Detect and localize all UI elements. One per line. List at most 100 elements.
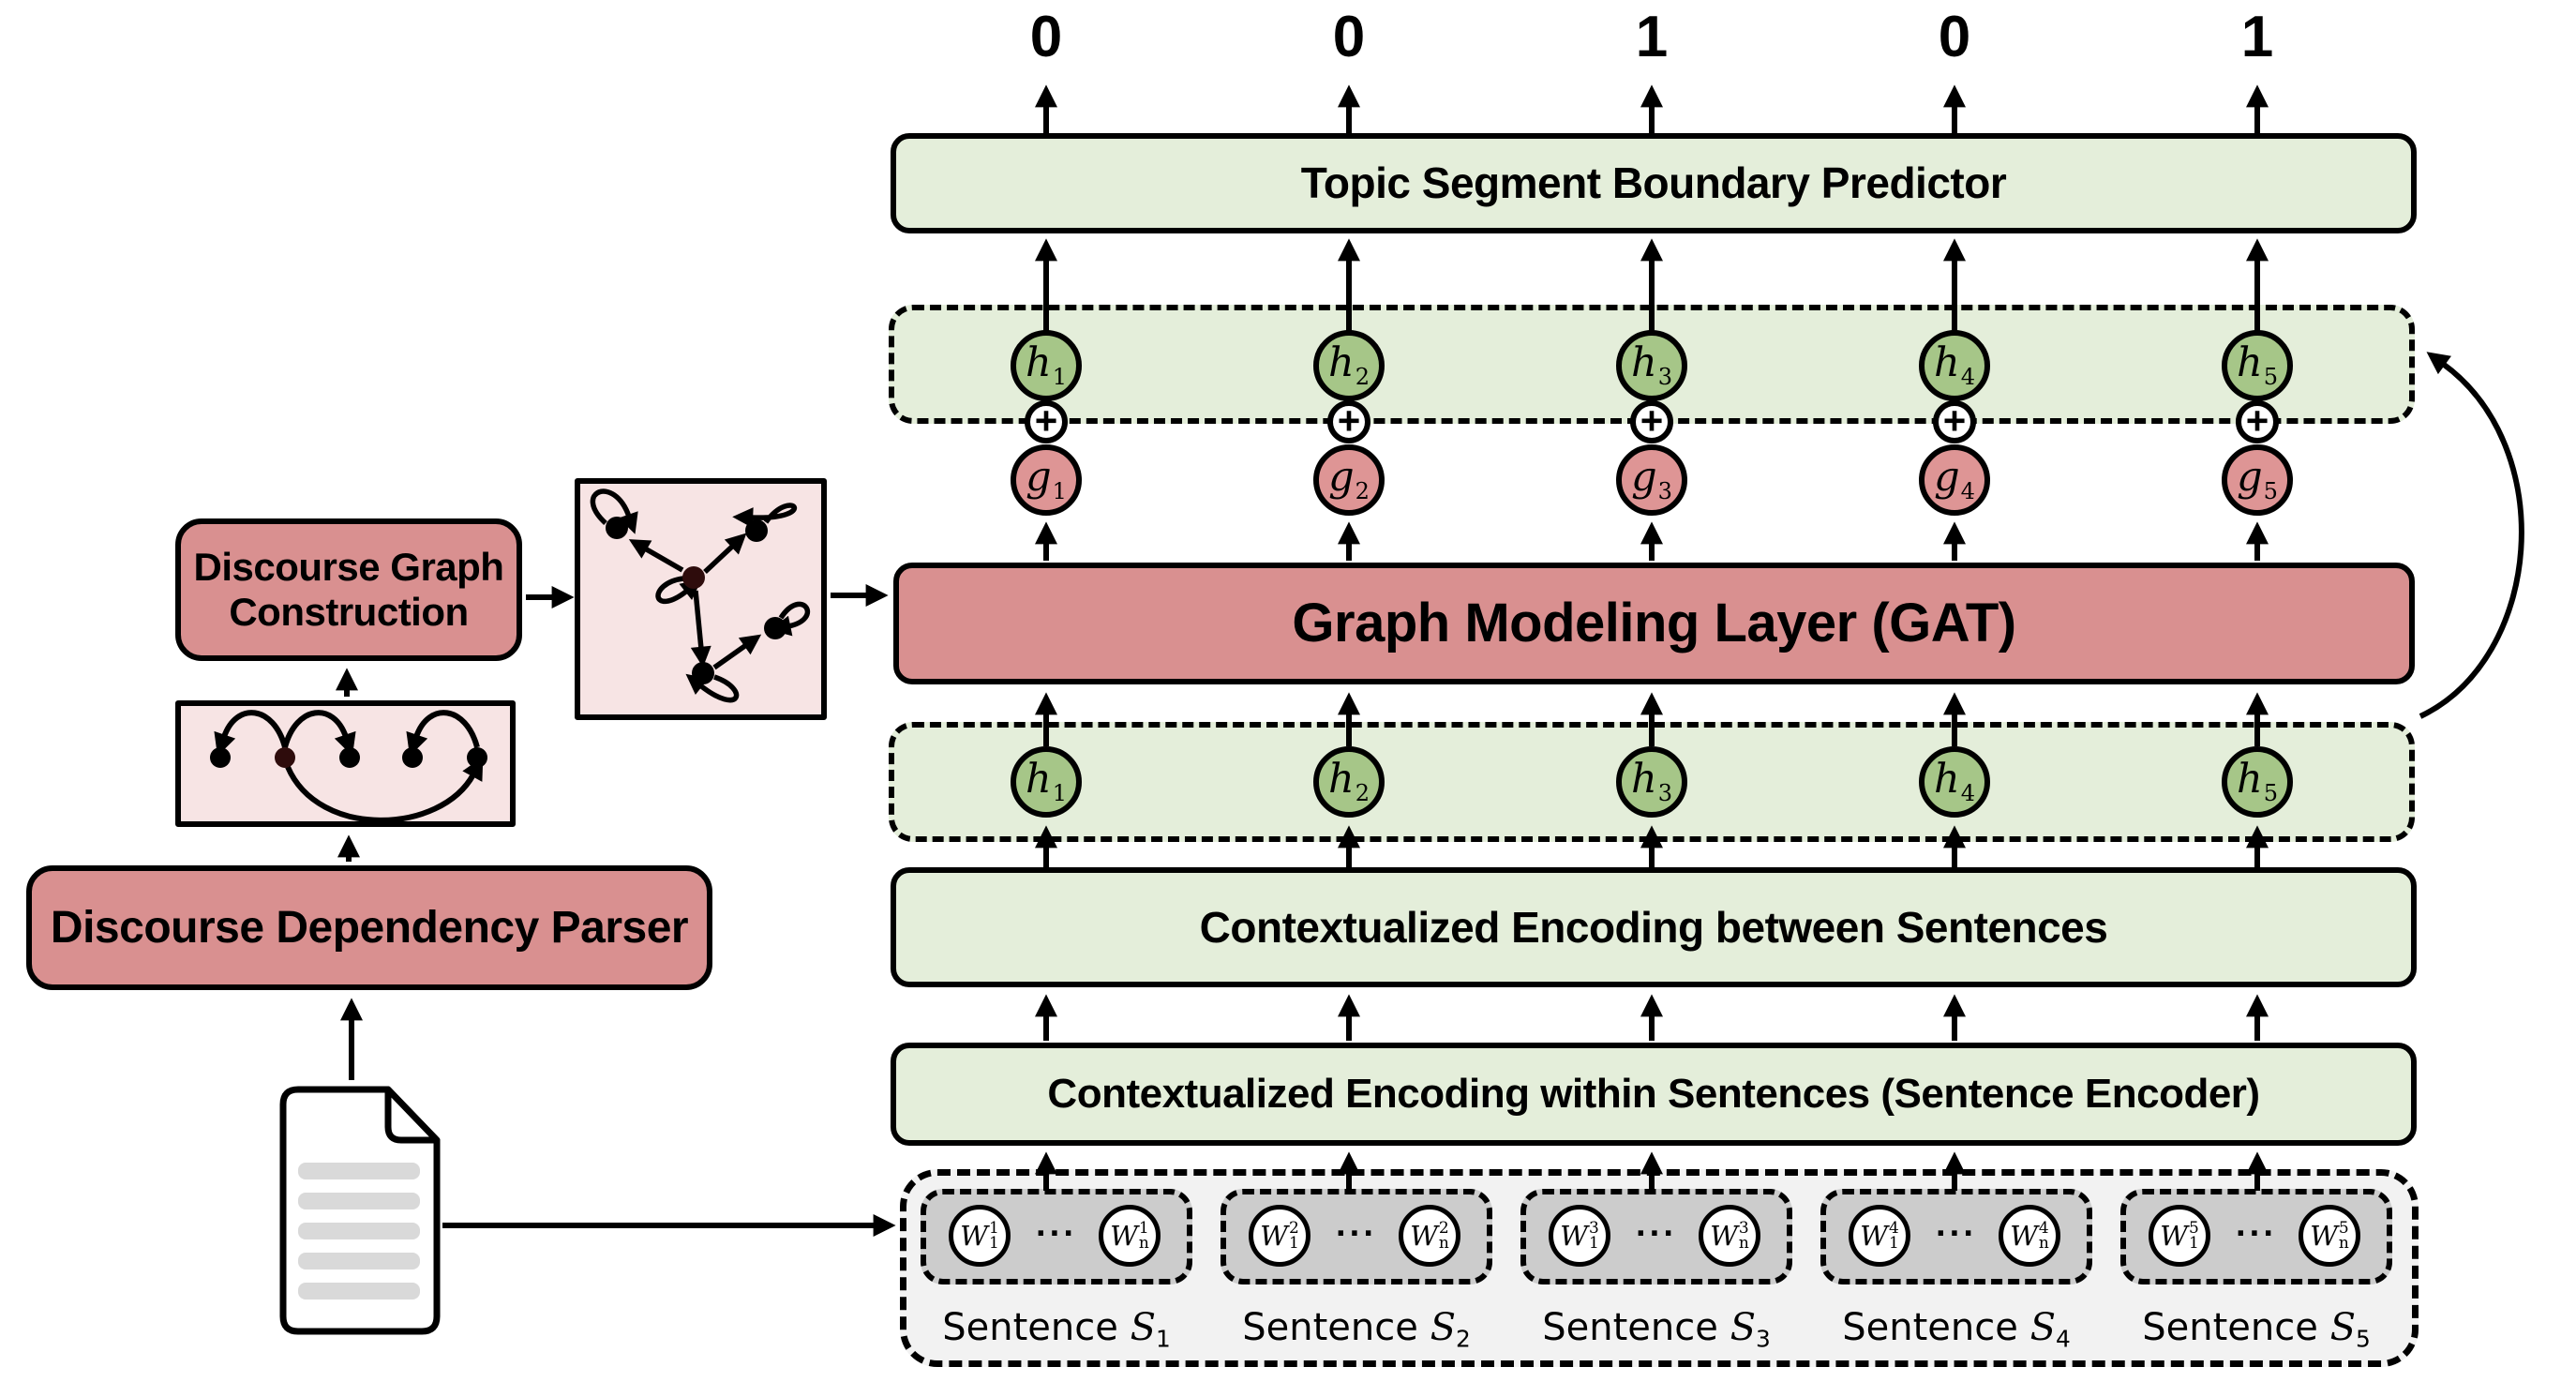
edu-node — [210, 747, 231, 768]
fused-h-node: h1 — [1011, 330, 1082, 401]
between-sentences-label: Contextualized Encoding between Sentence… — [1199, 902, 2108, 952]
edu-node — [467, 747, 487, 768]
self-loop — [770, 601, 811, 637]
gat-box: Graph Modeling Layer (GAT) — [893, 563, 2415, 684]
dgc-label-line1: Discourse Graph — [193, 544, 504, 589]
column-flow-arrows — [1035, 84, 2269, 1191]
between-sentences-box: Contextualized Encoding between Sentence… — [891, 867, 2417, 987]
dgc-label-line2: Construction — [229, 590, 469, 634]
h-label: h — [1630, 756, 1657, 804]
predictor-box: Topic Segment Boundary Predictor — [891, 133, 2417, 233]
boundary-output-label: 1 — [1635, 5, 1669, 69]
sum-operator-icon: + — [1630, 400, 1673, 443]
g-label: g — [1328, 454, 1355, 502]
parser-label: Discourse Dependency Parser — [50, 902, 689, 953]
ellipsis: ··· — [1936, 1213, 1977, 1254]
g-label: g — [1631, 454, 1657, 502]
graph-node — [745, 519, 768, 542]
discourse-dependency-diagram — [210, 710, 487, 823]
graph-node — [692, 662, 714, 684]
self-loop — [732, 503, 797, 529]
sentence-label: Sentence S1 — [942, 1306, 1171, 1353]
h-label: h — [1327, 339, 1355, 387]
predictor-label: Topic Segment Boundary Predictor — [1300, 158, 2007, 208]
within-sentences-box: Contextualized Encoding within Sentences… — [891, 1043, 2417, 1146]
h-label: h — [1025, 339, 1052, 387]
fused-h-node: h2 — [1313, 330, 1385, 401]
edu-node — [339, 747, 360, 768]
edu-root-node — [275, 747, 295, 768]
context-h-node: h3 — [1616, 746, 1687, 818]
boundary-output-label: 0 — [1938, 5, 1971, 69]
self-loop — [685, 673, 740, 703]
h-label: h — [2236, 756, 2263, 804]
h-label: h — [1025, 756, 1052, 804]
graph-root-node — [682, 566, 705, 589]
graph-node — [606, 517, 628, 539]
fused-h-node: h3 — [1616, 330, 1687, 401]
within-sentences-label: Contextualized Encoding within Sentences… — [1047, 1070, 2260, 1117]
sentence-label: Sentence S4 — [1842, 1306, 2071, 1353]
g-label: g — [1934, 454, 1960, 502]
h-label: h — [2236, 339, 2263, 387]
graph-node — [764, 617, 786, 639]
discourse-dependency-parser-box: Discourse Dependency Parser — [26, 865, 712, 990]
document-text-lines — [298, 1163, 420, 1299]
graph-g-node: g2 — [1313, 444, 1385, 516]
boundary-output-label: 0 — [1029, 5, 1063, 69]
pipeline-arrows — [336, 584, 896, 1237]
ellipsis: ··· — [2236, 1213, 2277, 1254]
h-label: h — [1933, 756, 1960, 804]
ellipsis: ··· — [1336, 1213, 1377, 1254]
graph-g-node: g1 — [1011, 444, 1082, 516]
g-label: g — [2237, 454, 2263, 502]
document-icon — [279, 1086, 441, 1335]
discourse-graph-diagram — [590, 488, 811, 703]
fused-h-node: h4 — [1919, 330, 1990, 401]
sentence-label: Sentence S5 — [2142, 1306, 2371, 1353]
ellipsis: ··· — [1636, 1213, 1677, 1254]
context-h-node: h1 — [1011, 746, 1082, 818]
h-label: h — [1630, 339, 1657, 387]
context-h-node: h2 — [1313, 746, 1385, 818]
context-h-node: h4 — [1919, 746, 1990, 818]
boundary-output-label: 0 — [1332, 5, 1366, 69]
sum-operator-icon: + — [1933, 400, 1976, 443]
sentence-label: Sentence S3 — [1542, 1306, 1771, 1353]
graph-g-node: g3 — [1616, 444, 1687, 516]
sum-operator-icon: + — [1327, 400, 1370, 443]
gat-label: Graph Modeling Layer (GAT) — [1292, 592, 2016, 653]
graph-g-node: g4 — [1919, 444, 1990, 516]
h-label: h — [1327, 756, 1355, 804]
ellipsis: ··· — [1036, 1213, 1077, 1254]
sentence-label: Sentence S2 — [1242, 1306, 1471, 1353]
g-label: g — [1026, 454, 1052, 502]
self-loop — [590, 488, 638, 534]
sum-operator-icon: + — [2236, 400, 2279, 443]
sum-operator-icon: + — [1025, 400, 1068, 443]
residual-connection-arrow — [2419, 352, 2524, 719]
discourse-graph-construction-box: Discourse Graph Construction — [175, 518, 522, 661]
fused-h-node: h5 — [2222, 330, 2293, 401]
h-label: h — [1933, 339, 1960, 387]
context-h-node: h5 — [2222, 746, 2293, 818]
self-loop — [655, 576, 702, 605]
graph-g-node: g5 — [2222, 444, 2293, 516]
